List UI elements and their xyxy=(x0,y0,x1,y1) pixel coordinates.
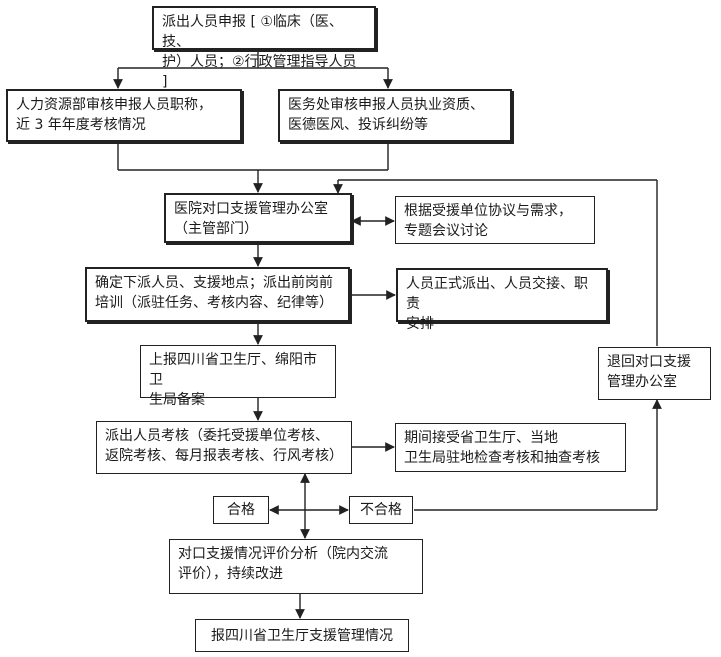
box-evaluation: 对口支援情况评价分析（院内交流 评价），持续改进 xyxy=(169,539,423,594)
box-final-report: 报四川省卫生厅支援管理情况 xyxy=(195,619,409,652)
box-support-office: 医院对口支援管理办公室 （主管部门） xyxy=(164,193,352,243)
box-dispatch-handover: 人员正式派出、人员交接、职责 安排 xyxy=(396,268,608,332)
box-medical-review: 医务处审核申报人员执业资质、 医德医风、投诉纠纷等 xyxy=(278,89,512,142)
box-hr-review: 人力资源部审核申报人员职称， 近 3 年年度考核情况 xyxy=(6,89,242,142)
box-fail: 不合格 xyxy=(349,496,413,524)
box-declare-staff: 派出人员申报 [ ①临床（医、技、 护）人员；②行政管理指导人员 ] xyxy=(152,6,376,90)
box-assign-training: 确定下派人员、支援地点；派出前岗前 培训（派驻任务、考核内容、纪律等） xyxy=(85,267,350,322)
box-staff-assessment: 派出人员考核（委托受援单位考核、 返院考核、每月报表考核、行风考核） xyxy=(96,421,352,474)
box-pass: 合格 xyxy=(213,496,269,524)
box-inspection: 期间接受省卫生厅、当地 卫生局驻地检查考核和抽查考核 xyxy=(395,423,626,472)
box-meeting-discussion: 根据受援单位协议与需求， 专题会议讨论 xyxy=(395,196,595,244)
box-return-office: 退回对口支援 管理办公室 xyxy=(598,347,711,400)
box-report-filing: 上报四川省卫生厅、绵阳市卫 生局备案 xyxy=(140,345,336,408)
